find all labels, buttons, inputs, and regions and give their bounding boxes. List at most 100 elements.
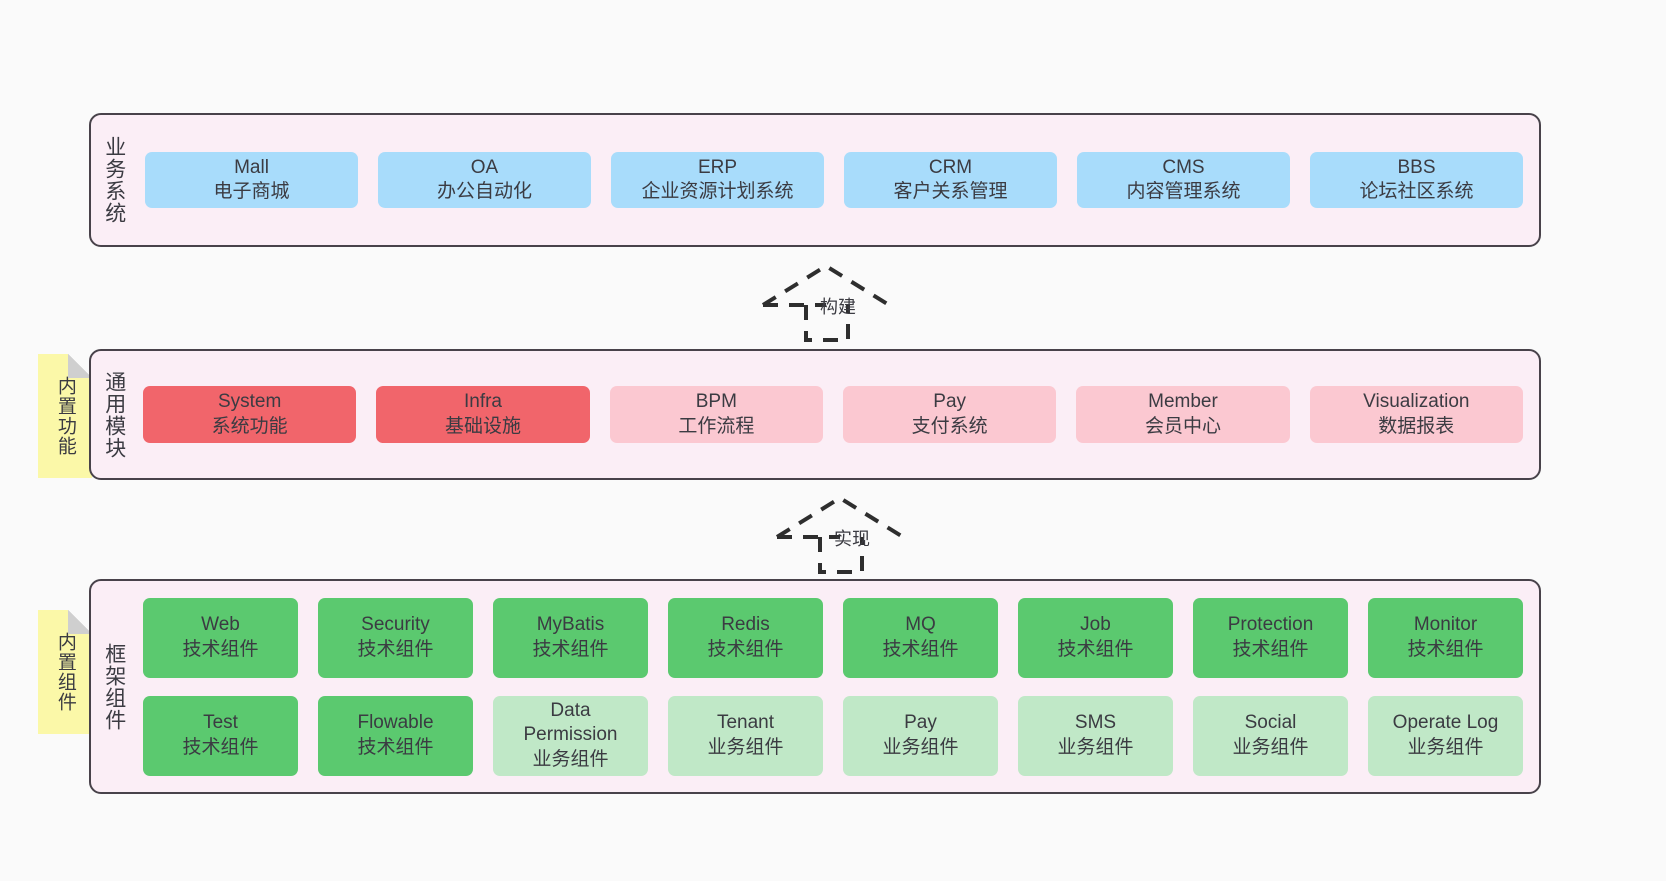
node-operate-log[interactable]: Operate Log 业务组件	[1368, 695, 1523, 776]
node-subtitle: 技术组件	[1057, 638, 1134, 660]
node-flowable[interactable]: Flowable 技术组件	[318, 695, 473, 776]
node-data-permission[interactable]: Data Permission 业务组件	[493, 695, 648, 776]
node-title: OA	[470, 156, 499, 178]
node-crm[interactable]: CRM 客户关系管理	[844, 151, 1057, 209]
node-subtitle: 业务组件	[1407, 736, 1484, 758]
node-title: Flowable	[357, 712, 434, 734]
layer-framework-components-label: 框架组件	[102, 642, 126, 731]
node-subtitle: 技术组件	[882, 638, 959, 660]
sticky-note-builtin-features: 内置功能	[38, 354, 92, 478]
node-monitor[interactable]: Monitor 技术组件	[1368, 597, 1523, 678]
node-title: Pay	[933, 391, 967, 413]
node-subtitle: 支付系统	[911, 415, 988, 437]
node-subtitle: 技术组件	[532, 638, 609, 660]
node-member[interactable]: Member 会员中心	[1076, 386, 1290, 443]
node-subtitle: 技术组件	[182, 638, 259, 660]
node-web[interactable]: Web 技术组件	[143, 597, 298, 678]
node-security[interactable]: Security 技术组件	[318, 597, 473, 678]
node-extra: 业务组件	[532, 748, 609, 770]
node-title: BBS	[1397, 156, 1436, 178]
layer-framework-components-body: Web 技术组件 Security 技术组件 MyBatis 技术组件 Redi…	[137, 581, 1539, 792]
node-subtitle: 工作流程	[678, 415, 755, 437]
node-title: Job	[1080, 614, 1111, 636]
node-title: Security	[361, 614, 430, 636]
node-subtitle: 技术组件	[357, 638, 434, 660]
node-title: ERP	[697, 156, 738, 178]
node-tenant[interactable]: Tenant 业务组件	[668, 695, 823, 776]
node-subtitle: 电子商城	[213, 181, 290, 202]
layer-business-systems-label: 业务系统	[102, 136, 126, 224]
node-subtitle: 客户关系管理	[893, 181, 1008, 202]
node-title: Test	[203, 712, 238, 734]
node-subtitle: 企业资源计划系统	[641, 181, 794, 202]
layer-business-systems-body: Mall 电子商城 OA 办公自动化 ERP 企业资源计划系统 CRM 客户关系…	[137, 115, 1539, 245]
connector-build-label: 构建	[820, 297, 856, 317]
node-title: SMS	[1074, 712, 1117, 734]
node-subtitle: 技术组件	[1232, 638, 1309, 660]
node-infra[interactable]: Infra 基础设施	[376, 386, 590, 443]
node-title: MQ	[905, 614, 936, 636]
node-redis[interactable]: Redis 技术组件	[668, 597, 823, 678]
node-subtitle: 基础设施	[444, 415, 521, 437]
layer-common-modules-label: 通用模块	[102, 370, 126, 459]
layer-business-systems: 业务系统 Mall 电子商城 OA 办公自动化 ERP 企业资源计划系统 CRM…	[89, 113, 1541, 247]
node-title: Member	[1148, 391, 1218, 413]
node-title: System	[217, 391, 282, 413]
common-row: System 系统功能 Infra 基础设施 BPM 工作流程 Pay 支付系统…	[143, 386, 1523, 443]
framework-row-technical: Web 技术组件 Security 技术组件 MyBatis 技术组件 Redi…	[143, 597, 1523, 678]
node-subtitle: 系统功能	[211, 415, 288, 437]
connector-implement-label: 实现	[834, 529, 870, 549]
node-subtitle: 技术组件	[182, 736, 259, 758]
node-subtitle: 会员中心	[1144, 415, 1221, 437]
node-mall[interactable]: Mall 电子商城	[145, 151, 358, 209]
node-protection[interactable]: Protection 技术组件	[1193, 597, 1348, 678]
node-title: Mall	[234, 156, 269, 178]
node-title: Redis	[721, 614, 770, 636]
node-job[interactable]: Job 技术组件	[1018, 597, 1173, 678]
node-bpm[interactable]: BPM 工作流程	[609, 386, 823, 443]
node-cms[interactable]: CMS 内容管理系统	[1077, 151, 1290, 209]
node-mybatis[interactable]: MyBatis 技术组件	[493, 597, 648, 678]
node-pay[interactable]: Pay 支付系统	[842, 386, 1057, 443]
node-title: Pay	[904, 712, 937, 734]
node-subtitle: 数据报表	[1378, 415, 1455, 437]
node-title: MyBatis	[536, 614, 605, 636]
node-system[interactable]: System 系统功能	[143, 386, 357, 443]
node-title: Protection	[1227, 614, 1314, 636]
connector-implement-arrow: 实现	[772, 492, 912, 576]
node-oa[interactable]: OA 办公自动化	[378, 151, 591, 209]
node-pay-component[interactable]: Pay 业务组件	[843, 695, 998, 776]
node-subtitle: 业务组件	[1057, 736, 1134, 758]
node-subtitle: 论坛社区系统	[1359, 181, 1474, 202]
node-title: BPM	[695, 391, 737, 413]
node-subtitle: 办公自动化	[436, 181, 532, 202]
layer-common-modules-body: System 系统功能 Infra 基础设施 BPM 工作流程 Pay 支付系统…	[137, 351, 1539, 478]
node-title: CMS	[1162, 156, 1205, 178]
node-title: Web	[201, 614, 240, 636]
node-subtitle: 内容管理系统	[1126, 181, 1241, 202]
node-title: Data	[550, 700, 591, 722]
node-subtitle: 技术组件	[1407, 638, 1484, 660]
node-social[interactable]: Social 业务组件	[1193, 695, 1348, 776]
node-sms[interactable]: SMS 业务组件	[1018, 695, 1173, 776]
node-subtitle: 技术组件	[357, 736, 434, 758]
node-bbs[interactable]: BBS 论坛社区系统	[1310, 151, 1523, 209]
node-mq[interactable]: MQ 技术组件	[843, 597, 998, 678]
node-title: CRM	[928, 156, 973, 178]
node-subtitle: 业务组件	[882, 736, 959, 758]
layer-common-modules: 通用模块 System 系统功能 Infra 基础设施 BPM 工作流程 Pay…	[89, 349, 1541, 480]
node-title: Infra	[463, 391, 502, 413]
node-subtitle: 技术组件	[707, 638, 784, 660]
node-erp[interactable]: ERP 企业资源计划系统	[611, 151, 824, 209]
node-subtitle: Permission	[523, 724, 618, 746]
node-visualization[interactable]: Visualization 数据报表	[1309, 386, 1523, 443]
node-title: Operate Log	[1392, 712, 1499, 734]
business-row: Mall 电子商城 OA 办公自动化 ERP 企业资源计划系统 CRM 客户关系…	[145, 151, 1523, 209]
node-title: Monitor	[1413, 614, 1478, 636]
connector-build-arrow: 构建	[758, 260, 898, 344]
node-subtitle: 业务组件	[1232, 736, 1309, 758]
node-test[interactable]: Test 技术组件	[143, 695, 298, 776]
node-title: Social	[1244, 712, 1297, 734]
sticky-note-builtin-components: 内置组件	[38, 610, 92, 734]
node-subtitle: 业务组件	[707, 736, 784, 758]
